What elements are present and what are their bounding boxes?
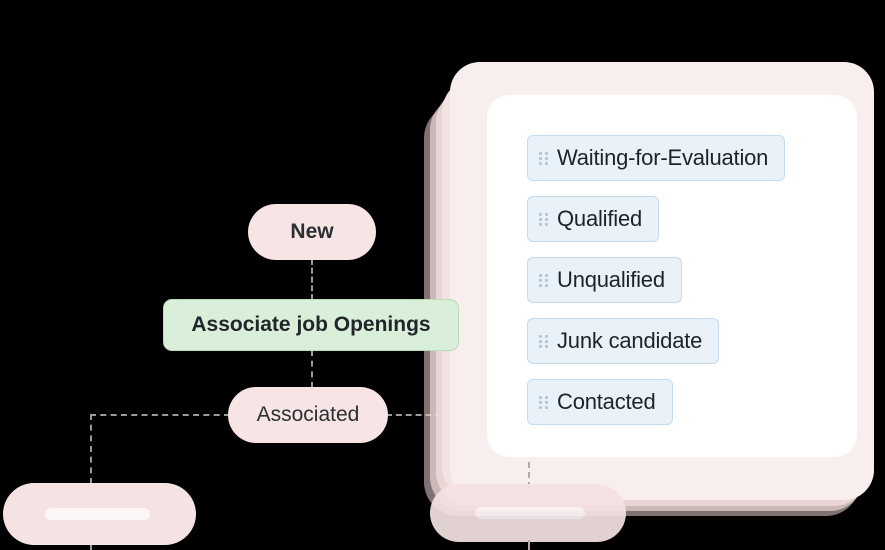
list-item[interactable]: Waiting-for-Evaluation xyxy=(527,135,786,181)
flow-node-new[interactable]: New xyxy=(248,204,376,260)
list-item-label: Junk candidate xyxy=(557,328,703,353)
list-item[interactable]: Qualified xyxy=(527,196,660,242)
list-item[interactable]: Unqualified xyxy=(527,257,682,303)
drag-handle-icon[interactable] xyxy=(539,395,548,409)
drag-handle-icon[interactable] xyxy=(539,273,548,287)
connector-new-to-associate xyxy=(311,259,313,300)
connector-stack-to-center-placeholder xyxy=(528,462,530,488)
connector-left-branch-down xyxy=(90,414,92,484)
list-item-label: Qualified xyxy=(557,206,643,231)
flow-node-associate-job-openings[interactable]: Associate job Openings xyxy=(163,299,459,351)
list-item-label: Contacted xyxy=(557,389,656,414)
connector-associated-left-branch xyxy=(90,414,230,416)
drag-handle-icon[interactable] xyxy=(539,334,548,348)
list-item-label: Waiting-for-Evaluation xyxy=(557,145,769,170)
placeholder-node-left[interactable] xyxy=(3,483,196,545)
flow-node-associated[interactable]: Associated xyxy=(228,387,388,443)
list-item[interactable]: Junk candidate xyxy=(527,318,720,364)
placeholder-bar xyxy=(475,507,585,519)
connector-left-placeholder-tail xyxy=(90,544,92,550)
drag-handle-icon[interactable] xyxy=(539,151,548,165)
connector-center-placeholder-tail xyxy=(528,540,530,550)
stage-chip-list: Waiting-for-Evaluation Qualified Unquali… xyxy=(527,135,786,440)
drag-handle-icon[interactable] xyxy=(539,212,548,226)
connector-associate-to-associated xyxy=(311,350,313,388)
list-item[interactable]: Contacted xyxy=(527,379,673,425)
placeholder-bar xyxy=(45,508,150,520)
list-item-label: Unqualified xyxy=(557,267,665,292)
placeholder-node-center[interactable] xyxy=(430,484,626,542)
